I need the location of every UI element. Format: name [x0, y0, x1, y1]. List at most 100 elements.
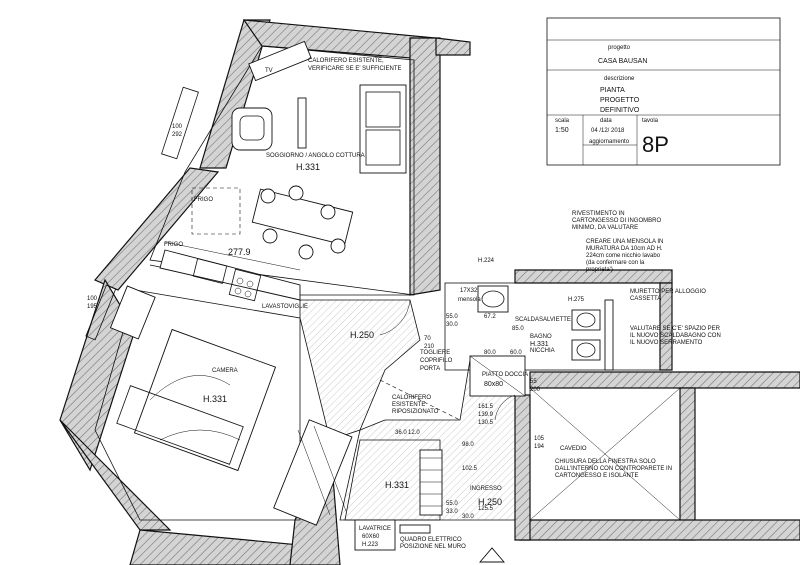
note-shelf-5: proprieta'): [586, 267, 613, 273]
height-275: H.275: [568, 297, 585, 303]
label-description: descrizione: [604, 76, 635, 82]
tv-unit: [248, 40, 312, 82]
dim-entry-b: 139.9: [478, 412, 494, 418]
dim-entry-k: 12.0: [408, 430, 420, 436]
scale-value: 1:50: [555, 127, 569, 134]
note-heater-space-3: IL NUOVO SERRAMENTO: [630, 340, 703, 346]
title-block: progetto CASA BAUSAN descrizione PIANTA …: [546, 17, 781, 166]
note-cladding-1: RIVESTIMENTO IN: [572, 211, 625, 217]
closet-height: H.331: [385, 480, 409, 490]
shelf-label: mensola: [458, 297, 481, 303]
towel-warmer-label: SCALDASALVIETTE: [515, 317, 571, 323]
shower-size: 80x80: [484, 381, 503, 388]
bedroom-height: H.331: [203, 394, 227, 404]
room-outlines: [94, 45, 681, 521]
annotation-notes: CALORIFERO ESISTENTE, VERIFICARE SE E' S…: [308, 58, 721, 550]
tv-label: TV: [265, 68, 273, 74]
room-labels: SOGGIORNO / ANGOLO COTTURA H.331 CAMERA …: [203, 153, 587, 507]
note-remove-cover-1: TOGLIERE: [420, 350, 450, 356]
dim-shower-w: 80.0: [484, 350, 496, 356]
note-electric-panel-2: POSIZIONE NEL MURO: [400, 544, 466, 550]
structural-walls: [59, 19, 800, 565]
toilet: [571, 309, 601, 331]
dim-bath-d: 85.0: [512, 326, 524, 332]
dim-door-courtyard-b: 194: [534, 444, 545, 450]
note-boiler-wall-2: CASSETTA: [630, 296, 661, 302]
niche-label: NICCHIA: [530, 348, 555, 354]
bathroom-name: BAGNO: [530, 334, 552, 340]
note-remove-cover-3: PORTA: [420, 366, 440, 372]
label-project: progetto: [608, 45, 631, 51]
label-table: tavola: [642, 118, 659, 124]
note-radiator-check-1: CALORIFERO ESISTENTE,: [308, 58, 384, 64]
dim-window-top-b: 292: [172, 132, 183, 138]
coffee-table: [297, 97, 307, 149]
wardrobe: [273, 419, 353, 526]
note-heater-space-1: VALUTARE SE C'E' SPAZIO PER: [630, 326, 721, 332]
dim-shower-x: 60.0: [510, 350, 522, 356]
frigo-top-label: FRIGO: [194, 197, 213, 203]
courtyard-name: CAVEDIO: [560, 446, 587, 452]
note-boiler-wall-1: MURETTO PER ALLOGGIO: [630, 289, 706, 295]
electric-panel: [399, 524, 431, 534]
dim-door-bath-b: 200: [530, 387, 541, 393]
living-room-name: SOGGIORNO / ANGOLO COTTURA: [266, 153, 365, 159]
label-date: data: [600, 118, 612, 124]
dim-door-courtyard-a: 105: [534, 436, 545, 442]
dining-table: [251, 188, 354, 246]
dim-entry-j: 36.0: [395, 430, 407, 436]
windows: [85, 86, 199, 341]
sink: [477, 285, 509, 313]
note-cladding-3: MINIMO, DA VALUTARE: [572, 225, 638, 231]
height-224: H.224: [478, 258, 495, 264]
dim-window-bottom-a: 100: [87, 296, 98, 302]
note-shelf-2: MURATURA DA 10cm AD H.: [586, 246, 663, 252]
dim-entry-e: 98.0: [462, 442, 474, 448]
note-remove-cover-2: COPRIFILO: [420, 358, 453, 364]
note-window-close-3: CARTONGESSO E ISOLANTE: [555, 473, 638, 479]
label-scale: scala: [555, 118, 570, 124]
dim-entry-c: 130.5: [478, 420, 494, 426]
dim-bath-b: 30.0: [446, 322, 458, 328]
bathroom-fixtures: [469, 285, 614, 397]
shower-label: PIATTO DOCCIA: [482, 372, 528, 378]
bathroom-height: H.331: [530, 341, 549, 348]
note-shelf-1: CREARE UNA MENSOLA IN: [586, 239, 663, 245]
date-value: 04 /12/ 2018: [591, 128, 625, 134]
shelf-size: 17X32: [460, 288, 478, 294]
dim-bath-a: 55.0: [446, 314, 458, 320]
note-shelf-4: (da confermare con la: [586, 260, 645, 266]
note-radiator-move-2: ESISTENTE: [392, 402, 425, 408]
dimensions: 277.9 100 292 100 195 70 210 55 200 105 …: [87, 124, 545, 520]
table-number: 8P: [642, 132, 669, 157]
frigo-left-label: FRIGO: [164, 242, 183, 248]
note-shelf-3: 224cm come nicchio lavabo: [586, 253, 661, 259]
washer-height: H.223: [362, 542, 379, 548]
dim-entry-i: 30.0: [462, 514, 474, 520]
dim-entry-d: 125.5: [478, 506, 494, 512]
project-name: CASA BAUSAN: [598, 58, 647, 65]
kitchen-counter: [159, 249, 301, 301]
note-window-close-1: CHIUSURA DELLA FINESTRA SOLO: [555, 459, 656, 465]
description-line-2: PROGETTO: [600, 97, 640, 104]
note-electric-panel-1: QUADRO ELETTRICO: [400, 537, 462, 543]
living-furniture: [159, 40, 407, 302]
dim-entry-f: 102.5: [462, 466, 478, 472]
note-cladding-2: CARTONGESSO DI INGOMBRO: [572, 218, 661, 224]
entrance-name: INGRESSO: [470, 486, 502, 492]
dim-window-bottom-b: 195: [87, 304, 98, 310]
label-update: aggiornamento: [589, 139, 630, 145]
dim-door-bath-a: 55: [530, 379, 537, 385]
washing-machine: [354, 519, 396, 551]
dim-entry-g: 55.0: [446, 501, 458, 507]
note-window-close-2: DALL'INTERNO CON CONTROPARETE IN: [555, 466, 672, 472]
dishwasher-label: LAVASTOVIGLIE: [262, 304, 308, 310]
living-room-height: H.331: [296, 162, 320, 172]
armchair: [231, 107, 273, 151]
closet: [419, 449, 443, 516]
dim-door-corridor-b: 210: [424, 344, 435, 350]
note-radiator-check-2: VERIFICARE SE E' SUFFICIENTE: [308, 66, 402, 72]
corridor-height: H.250: [350, 330, 374, 340]
description-line-1: PIANTA: [600, 87, 625, 94]
